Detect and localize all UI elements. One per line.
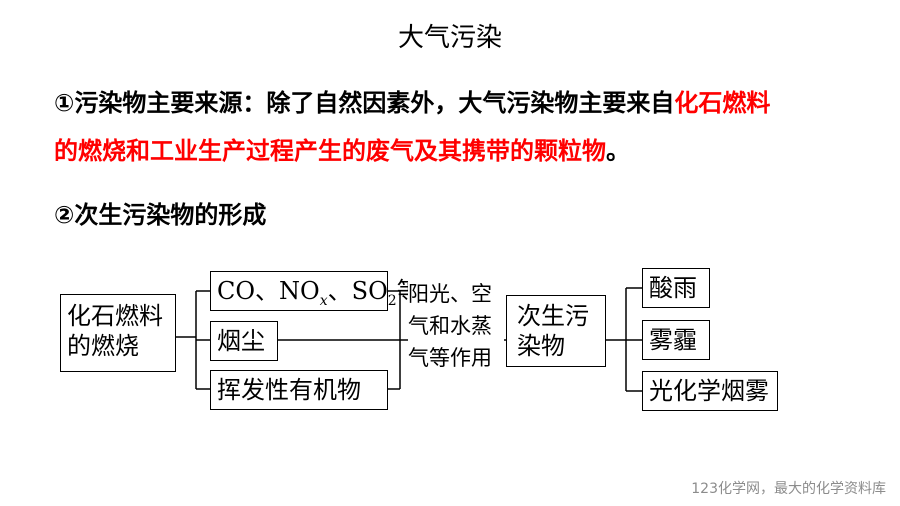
gas-so2: 、SO xyxy=(327,277,388,305)
result-haze: 雾霾 xyxy=(642,320,710,360)
gas-so2-sub: 2 xyxy=(387,292,397,309)
secondary-box-line1: 次生污 xyxy=(517,302,589,330)
gas-nox-sub: x xyxy=(319,292,328,309)
footer-watermark: 123化学网，最大的化学资料库 xyxy=(691,481,886,497)
result-acid-rain: 酸雨 xyxy=(642,268,710,308)
dust-box: 烟尘 xyxy=(210,321,278,361)
organics-label: 挥发性有机物 xyxy=(217,376,361,404)
source-suffix: 。 xyxy=(606,137,630,165)
conditions-line1: 阳光、空 xyxy=(408,282,492,306)
gas-pollutants-box: CO、NOx、SO2等 xyxy=(210,271,421,311)
source-prefix: 污染物主要来源：除了自然因素外，大气污染物主要来自 xyxy=(74,89,675,117)
secondary-heading: ②次生污染物的形成 xyxy=(54,196,874,234)
gas-nox: 、NO xyxy=(255,277,320,305)
item-marker-1: ① xyxy=(54,89,75,117)
source-box-line1: 化石燃料 xyxy=(67,302,163,330)
dust-label: 烟尘 xyxy=(217,327,265,355)
conditions-text: 阳光、空 气和水蒸 气等作用 xyxy=(408,278,504,374)
conditions-line2: 气和水蒸 xyxy=(408,314,492,338)
source-box: 化石燃料 的燃烧 xyxy=(60,294,176,372)
source-highlight-2: 的燃烧和工业生产过程产生的废气及其携带的颗粒物 xyxy=(54,137,606,165)
secondary-heading-text: 次生污染物的形成 xyxy=(74,201,267,229)
secondary-pollutant-box: 次生污 染物 xyxy=(506,295,606,367)
result-haze-label: 雾霾 xyxy=(649,326,697,354)
source-box-line2: 的燃烧 xyxy=(67,332,139,360)
page-title: 大气污染 xyxy=(397,23,502,53)
item-marker-2: ② xyxy=(54,201,75,229)
secondary-box-line2: 染物 xyxy=(517,332,565,360)
result-smog-label: 光化学烟雾 xyxy=(649,377,769,405)
source-highlight-1: 化石燃料 xyxy=(674,89,771,117)
organics-box: 挥发性有机物 xyxy=(210,370,388,410)
result-acid-rain-label: 酸雨 xyxy=(649,274,697,302)
gas-co: CO xyxy=(217,277,256,305)
conditions-line3: 气等作用 xyxy=(408,346,492,370)
source-paragraph-line2: 的燃烧和工业生产过程产生的废气及其携带的颗粒物。 xyxy=(54,132,874,170)
result-photochemical-smog: 光化学烟雾 xyxy=(642,371,778,411)
source-paragraph: ①污染物主要来源：除了自然因素外，大气污染物主要来自化石燃料 xyxy=(54,84,874,122)
